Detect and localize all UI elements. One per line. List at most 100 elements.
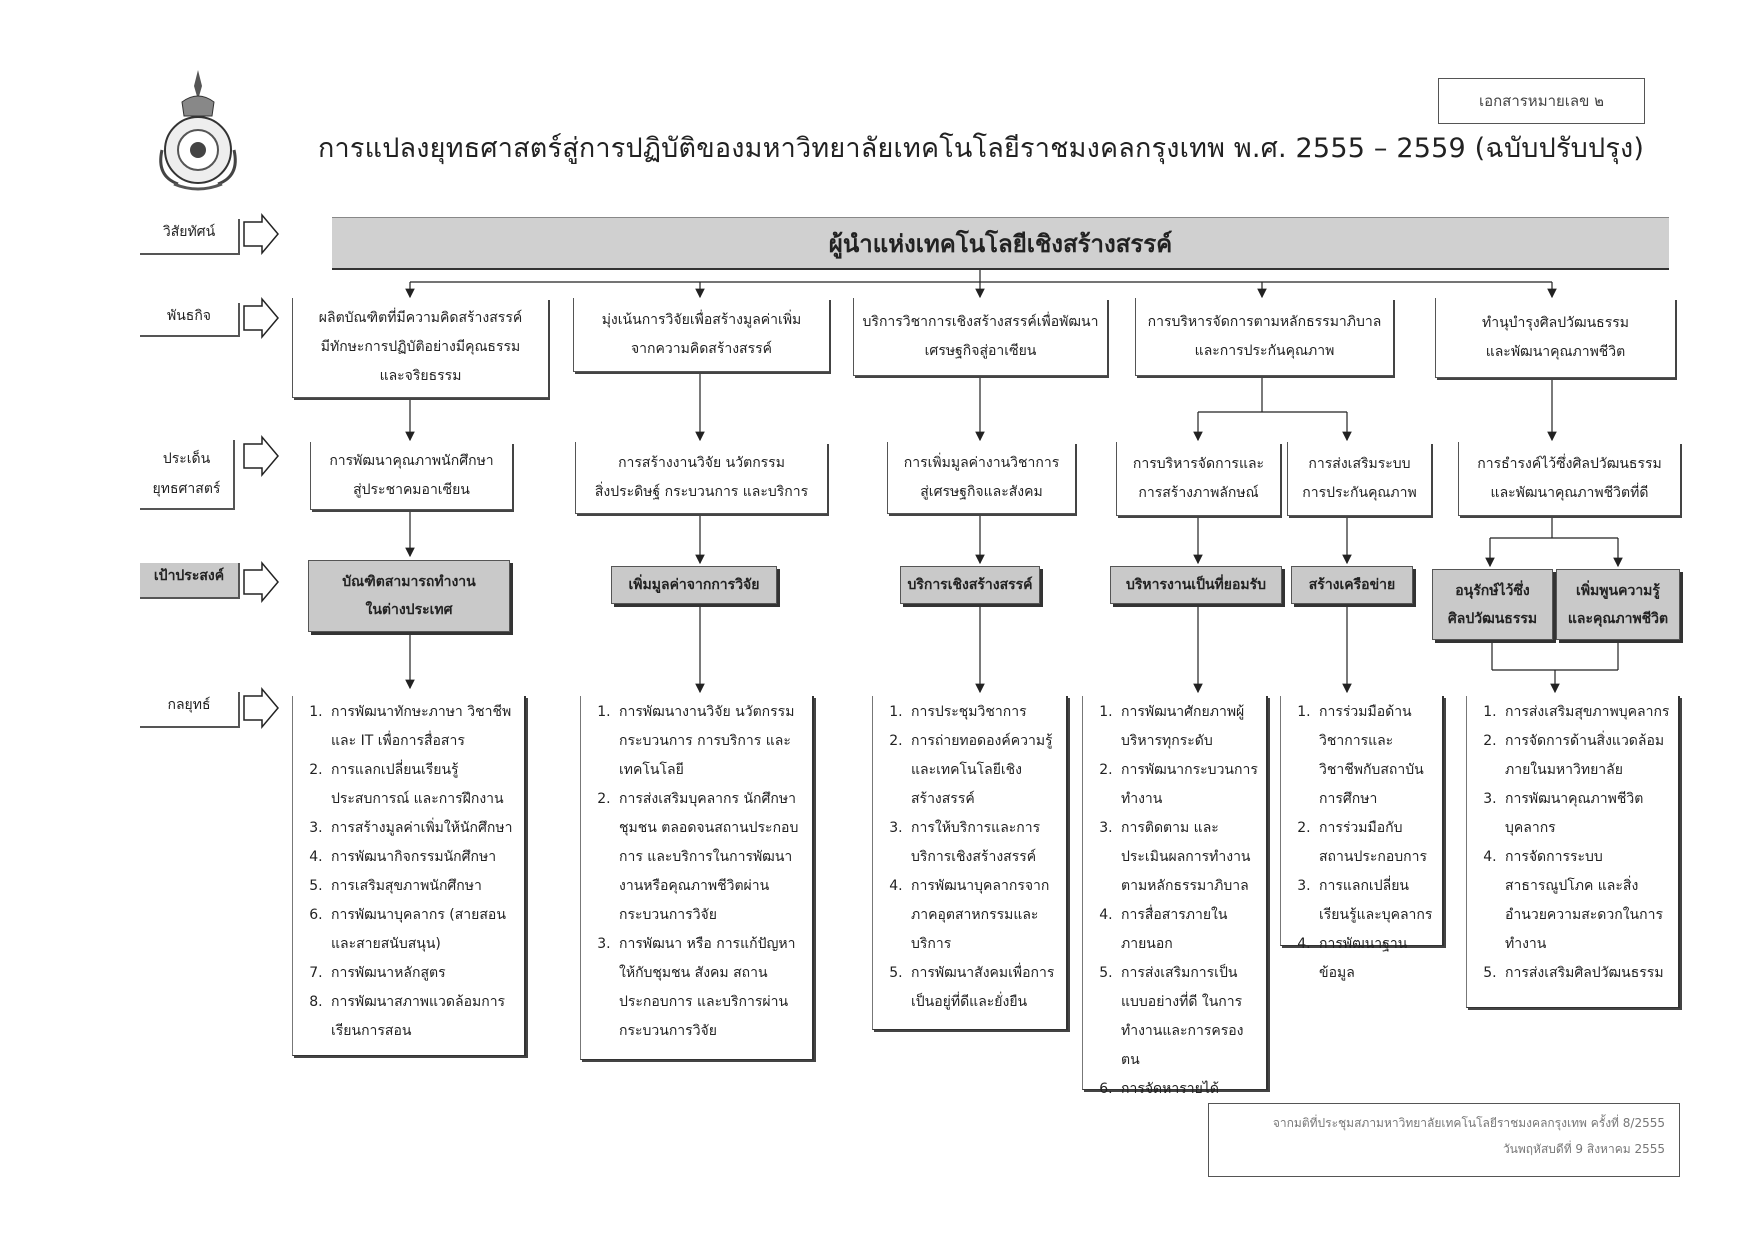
strategy-item: การพัฒนาสังคมเพื่อการเป็นอยู่ที่ดีและยั่… <box>907 959 1060 1017</box>
strategy-item: การถ่ายทอดองค์ความรู้และเทคโนโลยีเชิงสร้… <box>907 727 1060 814</box>
strategy-item: การเสริมสุขภาพนักศึกษา <box>327 872 518 901</box>
university-seal-logo <box>159 70 237 191</box>
strategy-item: การพัฒนางานวิจัย นวัตกรรม กระบวนการ การบ… <box>615 698 806 785</box>
approval-note-line: จากมติที่ประชุมสภามหาวิทยาลัยเทคโนโลยีรา… <box>1272 1116 1665 1130</box>
mission-line: การบริหารจัดการตามหลักธรรมาภิบาล <box>1147 313 1382 330</box>
issue-line: และพัฒนาคุณภาพชีวิตที่ดี <box>1490 484 1649 501</box>
strategy-item: การส่งเสริมศิลปวัฒนธรรม <box>1501 959 1672 988</box>
row-label-vision: วิสัยทัศน์ <box>140 219 240 255</box>
strategy-item: การแลกเปลี่ยนเรียนรู้ ประสบการณ์ และการฝ… <box>327 756 518 814</box>
strategic-issue-box: การเพิ่มมูลค่างานวิชาการสู่เศรษฐกิจและสั… <box>887 442 1075 514</box>
issue-line: สู่เศรษฐกิจและสังคม <box>920 483 1043 500</box>
strategy-item: การจัดการด้านสิ่งแวดล้อมภายในมหาวิทยาลัย <box>1501 727 1672 785</box>
strategy-item: การพัฒนา หรือ การแก้ปัญหาให้กับชุมชน สัง… <box>615 930 806 1046</box>
issue-line: การสร้างงานวิจัย นวัตกรรม <box>618 454 785 471</box>
mission-line: จากความคิดสร้างสรรค์ <box>630 340 772 357</box>
approval-note: จากมติที่ประชุมสภามหาวิทยาลัยเทคโนโลยีรา… <box>1208 1103 1680 1177</box>
row-label-line: ประเด็น <box>162 451 211 467</box>
strategy-list: การร่วมมือด้านวิชาการและวิชาชีพกับสถาบัน… <box>1280 696 1444 981</box>
strategy-list: การพัฒนาทักษะภาษา วิชาชีพ และ IT เพื่อกา… <box>292 696 526 1056</box>
strategy-item: การติดตาม และประเมินผลการทำงานตามหลักธรร… <box>1117 814 1260 901</box>
mission-line: และการประกันคุณภาพ <box>1194 342 1335 359</box>
row-arrow-icon <box>243 434 279 478</box>
issue-line: การประกันคุณภาพ <box>1302 484 1417 501</box>
row-label-strategic-issue: ประเด็น ยุทธศาสตร์ <box>140 440 235 510</box>
strategy-item: การส่งเสริมสุขภาพบุคลากร <box>1501 698 1672 727</box>
document-number: เอกสารหมายเลข ๒ <box>1438 78 1645 124</box>
strategy-item: การร่วมมือกับสถานประกอบการ <box>1315 814 1436 872</box>
mission-line: และจริยธรรม <box>379 368 462 384</box>
strategy-item: การพัฒนาบุคลากรจากภาคอุตสาหกรรมและบริการ <box>907 872 1060 959</box>
strategy-item: การสร้างมูลค่าเพิ่มให้นักศึกษา <box>327 814 518 843</box>
strategy-item: การพัฒนาคุณภาพชีวิตบุคลากร <box>1501 785 1672 843</box>
mission-line: มุ่งเน้นการวิจัยเพื่อสร้างมูลค่าเพิ่ม <box>601 311 802 328</box>
mission-box: การบริหารจัดการตามหลักธรรมาภิบาลและการปร… <box>1135 298 1393 376</box>
mission-line: บริการวิชาการเชิงสร้างสรรค์เพื่อพัฒนา <box>862 313 1099 330</box>
strategy-item: การพัฒนาบุคลากร (สายสอน และสายสนับสนุน) <box>327 901 518 959</box>
row-label-mission: พันธกิจ <box>140 303 240 337</box>
strategy-item: การส่งเสริมการเป็นแบบอย่างที่ดี ในการทำง… <box>1117 959 1260 1075</box>
issue-line: สู่ประชาคมอาเซียน <box>353 481 470 498</box>
row-label-goal: เป้าประสงค์ <box>140 563 240 599</box>
row-label-strategy: กลยุทธ์ <box>140 692 240 728</box>
strategic-issue-box: การส่งเสริมระบบการประกันคุณภาพ <box>1287 442 1431 516</box>
strategy-item: การแลกเปลี่ยนเรียนรู้และบุคลากร <box>1315 872 1436 930</box>
row-label-line: ยุทธศาสตร์ <box>152 481 221 497</box>
issue-line: สิ่งประดิษฐ์ กระบวนการ และบริการ <box>594 483 809 500</box>
goal-box: บริการเชิงสร้างสรรค์ <box>900 566 1040 604</box>
issue-line: การเพิ่มมูลค่างานวิชาการ <box>903 454 1060 471</box>
strategy-item: การร่วมมือด้านวิชาการและวิชาชีพกับสถาบัน… <box>1315 698 1436 814</box>
goal-line: เพิ่มพูนความรู้ <box>1576 582 1660 599</box>
strategy-item: การประชุมวิชาการ <box>907 698 1060 727</box>
row-arrow-icon <box>243 560 279 604</box>
goal-line: ศิลปวัฒนธรรม <box>1447 610 1538 627</box>
row-arrow-icon <box>243 212 279 256</box>
strategic-issue-box: การสร้างงานวิจัย นวัตกรรมสิ่งประดิษฐ์ กร… <box>575 442 827 514</box>
strategy-item: การพัฒนาสภาพแวดล้อมการเรียนการสอน <box>327 988 518 1046</box>
issue-line: การส่งเสริมระบบ <box>1308 455 1411 472</box>
strategy-list: การพัฒนางานวิจัย นวัตกรรม กระบวนการ การบ… <box>580 696 814 1060</box>
issue-line: การพัฒนาคุณภาพนักศึกษา <box>329 452 494 469</box>
strategy-item: การพัฒนาหลักสูตร <box>327 959 518 988</box>
strategy-item: การพัฒนาทักษะภาษา วิชาชีพ และ IT เพื่อกา… <box>327 698 518 756</box>
strategy-item: การส่งเสริมบุคลากร นักศึกษา ชุมชน ตลอดจน… <box>615 785 806 930</box>
mission-line: และพัฒนาคุณภาพชีวิต <box>1485 343 1626 360</box>
strategy-item: การสื่อสารภายในภายนอก <box>1117 901 1260 959</box>
strategy-list: การส่งเสริมสุขภาพบุคลากร การจัดการด้านสิ… <box>1466 696 1680 1008</box>
strategy-item: การพัฒนากิจกรรมนักศึกษา <box>327 843 518 872</box>
goal-box: เพิ่มมูลค่าจากการวิจัย <box>611 566 777 604</box>
page-title: การแปลงยุทธศาสตร์สู่การปฏิบัติของมหาวิทย… <box>318 133 1645 164</box>
strategy-item: การจัดการระบบสาธารณูปโภค และสิ่งอำนวยควา… <box>1501 843 1672 959</box>
goal-box: เพิ่มพูนความรู้และคุณภาพชีวิต <box>1556 569 1680 640</box>
mission-line: ทำนุบำรุงศิลปวัฒนธรรม <box>1481 314 1629 331</box>
mission-box: มุ่งเน้นการวิจัยเพื่อสร้างมูลค่าเพิ่มจาก… <box>573 298 829 372</box>
strategy-item: การให้บริการและการบริการเชิงสร้างสรรค์ <box>907 814 1060 872</box>
goal-line: ในต่างประเทศ <box>365 602 453 618</box>
vision-box: ผู้นำแห่งเทคโนโลยีเชิงสร้างสรรค์ <box>332 217 1669 270</box>
mission-box: บริการวิชาการเชิงสร้างสรรค์เพื่อพัฒนาเศร… <box>853 298 1107 376</box>
goal-box: บริหารงานเป็นที่ยอมรับ <box>1110 566 1282 604</box>
strategy-item: การพัฒนาศักยภาพผู้บริหารทุกระดับ <box>1117 698 1260 756</box>
row-arrow-icon <box>243 686 279 730</box>
issue-line: การบริหารจัดการและ <box>1132 455 1265 472</box>
strategic-issue-box: การพัฒนาคุณภาพนักศึกษาสู่ประชาคมอาเซียน <box>310 442 512 510</box>
mission-box: ทำนุบำรุงศิลปวัฒนธรรมและพัฒนาคุณภาพชีวิต <box>1435 298 1675 378</box>
goal-line: และคุณภาพชีวิต <box>1567 610 1669 627</box>
goal-box: สร้างเครือข่าย <box>1291 566 1413 604</box>
strategy-item: การจัดหารายได้ <box>1117 1075 1260 1104</box>
issue-line: การสร้างภาพลักษณ์ <box>1138 484 1259 501</box>
strategy-list: การพัฒนาศักยภาพผู้บริหารทุกระดับ การพัฒน… <box>1082 696 1268 1097</box>
strategy-item: การพัฒนากระบวนการทำงาน <box>1117 756 1260 814</box>
strategic-issue-box: การบริหารจัดการและการสร้างภาพลักษณ์ <box>1116 442 1280 516</box>
issue-line: การธำรงค์ไว้ซึ่งศิลปวัฒนธรรม <box>1477 455 1662 472</box>
mission-line: ผลิตบัณฑิตที่มีความคิดสร้างสรรค์ <box>318 310 523 326</box>
goal-box: อนุรักษ์ไว้ซึ่งศิลปวัฒนธรรม <box>1432 569 1553 640</box>
strategy-item: การพัฒนาฐานข้อมูล <box>1315 930 1436 988</box>
goal-line: บัณฑิตสามารถทำงาน <box>342 574 476 590</box>
row-arrow-icon <box>243 296 279 340</box>
strategic-issue-box: การธำรงค์ไว้ซึ่งศิลปวัฒนธรรมและพัฒนาคุณภ… <box>1458 442 1680 516</box>
mission-box: ผลิตบัณฑิตที่มีความคิดสร้างสรรค์มีทักษะก… <box>292 298 548 398</box>
goal-box: บัณฑิตสามารถทำงานในต่างประเทศ <box>308 560 510 632</box>
goal-line: อนุรักษ์ไว้ซึ่ง <box>1455 582 1530 599</box>
